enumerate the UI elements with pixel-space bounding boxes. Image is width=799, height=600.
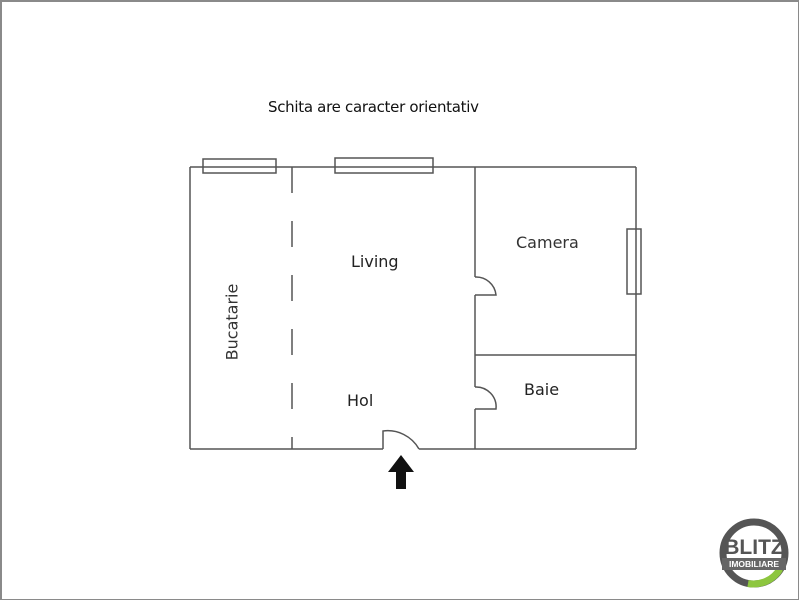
- window-camera: [626, 228, 642, 295]
- door-entrance: [382, 429, 420, 450]
- door-living-camera: [474, 276, 497, 296]
- sketch-note: Schita are caracter orientativ: [268, 98, 479, 116]
- room-label-living: Living: [351, 252, 399, 271]
- logo-text-blitz: BLITZ: [724, 536, 784, 559]
- door-hol-baie: [474, 386, 497, 410]
- room-label-bucatarie: Bucatarie: [222, 283, 242, 361]
- logo-text-imobiliare: IMOBILIARE: [722, 558, 786, 570]
- window-living: [334, 157, 434, 174]
- room-label-baie: Baie: [524, 380, 560, 399]
- blitz-logo: BLITZ IMOBILIARE: [718, 517, 790, 589]
- window-kitchen: [202, 158, 277, 174]
- arrow-up-icon: [388, 455, 414, 489]
- room-label-camera: Camera: [516, 233, 579, 252]
- room-label-hol: Hol: [347, 391, 374, 410]
